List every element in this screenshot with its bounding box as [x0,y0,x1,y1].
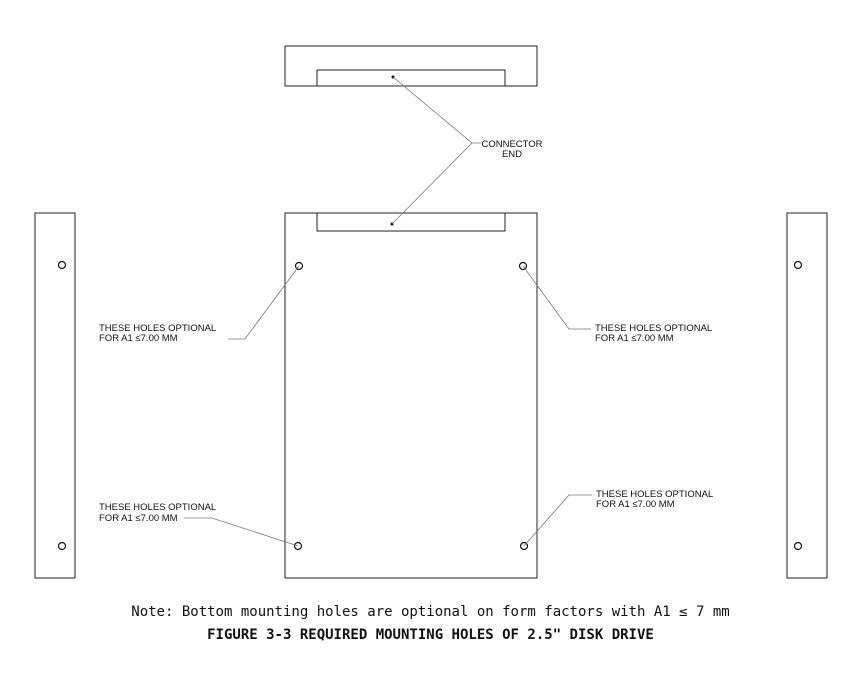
right-side-outline [786,212,828,579]
leader-top-right [522,265,591,330]
left-side-outline [34,212,76,579]
connector-leader-line-top [392,76,481,144]
callout-bottom-left-line1: THESE HOLES OPTIONAL [99,502,216,513]
right-side-top-hole [793,260,803,270]
left-side-top-hole [57,260,67,270]
left-side-bottom-hole [57,541,67,551]
callout-bottom-left-line2: FOR A1 ≤7.00 MM [99,513,178,524]
connector-slot-bottom [316,212,506,232]
callout-bottom-left-holes: THESE HOLES OPTIONAL FOR A1 ≤7.00 MM [99,502,299,547]
callout-bottom-right-line2: FOR A1 ≤7.00 MM [596,499,675,510]
callout-top-left-line2: FOR A1 ≤7.00 MM [99,333,178,344]
connector-end-callout: CONNECTOR END [391,76,543,225]
leader-bottom-right [523,494,592,547]
figure-caption: FIGURE 3-3 REQUIRED MOUNTING HOLES OF 2.… [207,627,654,643]
connector-leader-line-bottom [391,142,473,225]
connector-end-label-line1: CONNECTOR [481,139,542,150]
callout-top-left-holes: THESE HOLES OPTIONAL FOR A1 ≤7.00 MM [99,265,300,344]
leader-top-left [228,265,300,340]
drive-bottom-view [284,212,538,579]
right-side-bottom-hole [793,541,803,551]
disk-drive-mounting-diagram: CONNECTOR END THESE HOLES OPTIONAL FOR A… [34,45,828,579]
right-side-view [786,212,828,579]
connector-end-label-line2: END [502,149,522,160]
connector-slot-top [316,69,506,87]
connector-end-view [284,45,538,87]
callout-top-left-line1: THESE HOLES OPTIONAL [99,323,216,334]
callout-top-right-line2: FOR A1 ≤7.00 MM [595,333,674,344]
left-side-view [34,212,76,579]
callout-top-right-line1: THESE HOLES OPTIONAL [595,323,712,334]
callout-bottom-right-line1: THESE HOLES OPTIONAL [596,489,713,500]
callout-top-right-holes: THESE HOLES OPTIONAL FOR A1 ≤7.00 MM [522,265,712,344]
leader-bottom-left [184,517,299,547]
callout-bottom-right-holes: THESE HOLES OPTIONAL FOR A1 ≤7.00 MM [523,489,713,547]
figure-note: Note: Bottom mounting holes are optional… [131,604,730,620]
drive-bottom-outline [284,212,538,579]
